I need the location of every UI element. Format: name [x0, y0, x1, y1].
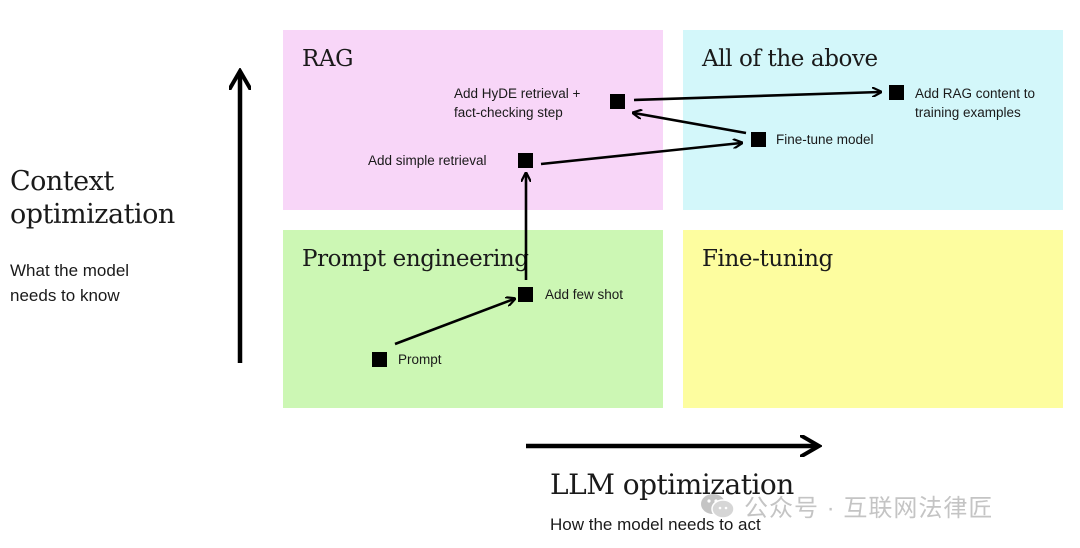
arrow-hyde-to-rag-training: [633, 92, 880, 102]
quadrant-title-rag: RAG: [302, 46, 354, 72]
arrow-prompt-to-few-shot: [394, 299, 514, 346]
node-rag-training-marker: [889, 85, 904, 100]
node-fine-tune-marker: [751, 132, 766, 147]
node-prompt-marker: [372, 352, 387, 367]
x-axis-subtitle: How the model needs to act: [550, 515, 761, 534]
y-axis-subtitle-line1: What the model: [10, 261, 130, 280]
y-axis-subtitle-line2: needs to know: [10, 286, 120, 305]
node-simple-retrieval-marker: [518, 153, 533, 168]
quadrant-title-all: All of the above: [702, 46, 878, 72]
y-axis-title-line1: Context: [10, 166, 114, 197]
node-few-shot-marker: [518, 287, 533, 302]
node-rag-training-label: Add RAG content to training examples: [915, 84, 1035, 122]
watermark: 公众号 · 互联网法律匠: [700, 488, 993, 523]
node-hyde-label-line2: fact-checking step: [454, 105, 563, 120]
node-few-shot-label: Add few shot: [545, 287, 624, 302]
y-axis-title: Context optimization: [10, 165, 175, 231]
watermark-text: 公众号 · 互联网法律匠: [744, 495, 994, 522]
quadrant-rag: RAG: [283, 30, 663, 210]
node-hyde-label: Add HyDE retrieval + fact-checking step: [454, 84, 580, 122]
quadrant-all-of-the-above: All of the above: [683, 30, 1063, 210]
quadrant-title-prompt-engineering: Prompt engineering: [302, 246, 529, 272]
arrow-fine-tune-to-hyde: [634, 113, 747, 135]
x-axis-title: LLM optimization: [550, 468, 794, 501]
y-axis-title-line2: optimization: [10, 199, 175, 230]
quadrant-title-fine-tuning: Fine-tuning: [702, 246, 833, 272]
node-fine-tune-label: Fine-tune model: [776, 132, 874, 147]
wechat-icon: [700, 492, 736, 520]
quadrant-fine-tuning: Fine-tuning: [683, 230, 1063, 408]
quadrant-prompt-engineering: Prompt engineering: [283, 230, 663, 408]
node-simple-retrieval-label: Add simple retrieval: [368, 153, 487, 168]
node-hyde-label-line1: Add HyDE retrieval +: [454, 86, 581, 101]
y-axis-subtitle: What the model needs to know: [10, 258, 129, 308]
node-hyde-marker: [610, 94, 625, 109]
arrow-simple-retrieval-to-fine-tune: [540, 143, 741, 166]
node-rag-training-label-line1: Add RAG content to: [915, 86, 1036, 101]
node-rag-training-label-line2: training examples: [915, 105, 1021, 120]
node-prompt-label: Prompt: [398, 352, 442, 367]
